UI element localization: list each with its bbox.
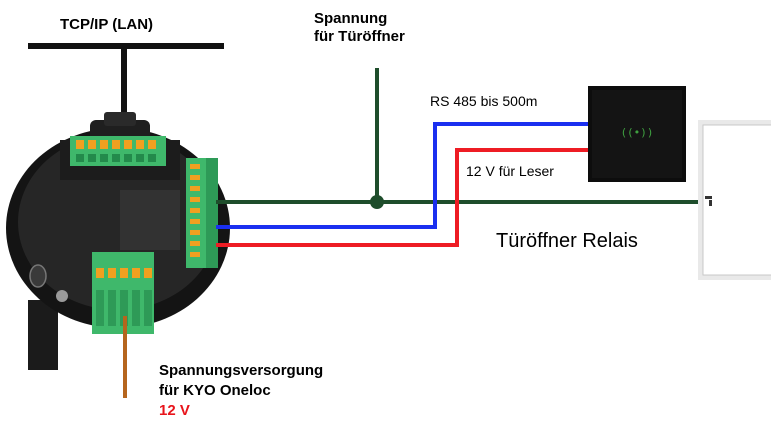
lan-label: TCP/IP (LAN) <box>60 16 153 33</box>
wire-junction <box>370 195 384 209</box>
reader-display-icon: ((•)) <box>620 126 653 139</box>
door-voltage-label-line2: für Türöffner <box>314 28 405 45</box>
supply-label-line1: Spannungsversorgung <box>159 362 323 379</box>
right-terminal-block <box>186 158 218 268</box>
supply-label-line2: für KYO Oneloc <box>159 382 271 399</box>
supply-voltage-label: 12 V <box>159 402 190 419</box>
top-terminal-block <box>70 136 166 166</box>
door-voltage-label-line1: Spannung <box>314 10 387 27</box>
rs485-label: RS 485 bis 500m <box>430 93 537 109</box>
door-relay-label: Türöffner Relais <box>496 230 638 253</box>
reader-power-label: 12 V für Leser <box>466 163 554 179</box>
door <box>698 120 771 280</box>
